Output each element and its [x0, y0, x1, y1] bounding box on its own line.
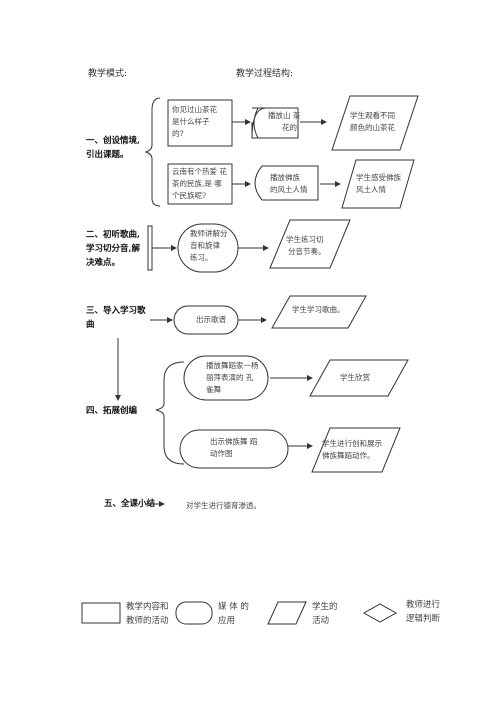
- legend-label-rectangle: 教学内容和 教师的活动: [126, 602, 169, 626]
- media-shape-1: [251, 107, 299, 139]
- media-text-s3: 出示歌谱: [196, 315, 226, 324]
- legend-parallelogram: [267, 601, 307, 625]
- legend-rounded: [175, 601, 213, 625]
- student-text-s3: 学生学习歌曲。: [292, 305, 345, 314]
- media-text-2: 播放佛族 的风土人情: [270, 173, 308, 194]
- media-text-s4a: 播放舞蹈家一杨 丽萍表演的 孔 雀舞: [206, 361, 259, 394]
- content-text-1: 你见过山茶花 是什么样子 的?: [172, 105, 217, 138]
- student-text-s4a: 学生欣赏: [340, 373, 370, 382]
- brace-section-4: [155, 361, 185, 465]
- legend-label-parallelogram: 学生的 活动: [312, 602, 338, 626]
- content-box-1: [167, 99, 233, 147]
- media-text-1: 播放山 茶 花的: [268, 111, 301, 132]
- student-text-1: 学生观看不同 颜色的山茶花: [350, 111, 395, 132]
- legend-rectangle: [81, 602, 121, 624]
- media-text-s4b: 出示佛族舞 蹈 动作图: [210, 437, 258, 458]
- section-2-bracket: [147, 225, 153, 271]
- legend-label-rounded: 媒 体 的 应用: [218, 602, 249, 626]
- teaching-mode-label: 教学模式:: [88, 69, 128, 79]
- student-text-s4b: 学生进行创和展示 佛族舞蹈动作。: [322, 439, 382, 460]
- media-shape-1-curve: [253, 107, 259, 139]
- student-para-s4a: [309, 359, 409, 397]
- section-2-title: 二、初听歌曲, 学习切分音,解 决难点。: [86, 230, 140, 268]
- legend-diamond: [362, 603, 398, 623]
- student-text-2: 学生感受佛族 风土人情: [356, 173, 401, 194]
- student-para-s2: [269, 219, 351, 269]
- section-4-title: 四、拓展创编: [86, 406, 138, 416]
- section-5-note: 对学生进行德育渗透。: [186, 501, 261, 510]
- section-5-title: 五、全课小结: [104, 499, 156, 509]
- media-box-s4a: [183, 355, 269, 401]
- content-text-s2: 教师讲解分 音和旋律 练习。: [190, 229, 228, 262]
- student-para-2: [341, 159, 415, 209]
- teaching-structure-label: 教学过程结构:: [236, 69, 294, 79]
- section-1-title: 一、创设情境, 引出课题。: [86, 136, 140, 160]
- legend-label-diamond: 教师进行 逻辑判断: [406, 600, 441, 624]
- student-para-1: [331, 95, 419, 151]
- content-text-2: 云南有个热爱 花 茶的民族,是 哪 个民族呢?: [172, 167, 227, 200]
- student-text-s2: 学生练习切 分音节奏。: [286, 235, 326, 256]
- section-3-title: 三、导入学习歌 曲: [86, 306, 146, 330]
- media-shape-2: [262, 165, 319, 201]
- media-shape-2-curve: [254, 165, 263, 201]
- brace-section-1: [144, 97, 161, 207]
- student-para-s4b: [311, 427, 401, 473]
- media-box-s4b: [179, 429, 289, 469]
- student-para-s3: [271, 295, 367, 329]
